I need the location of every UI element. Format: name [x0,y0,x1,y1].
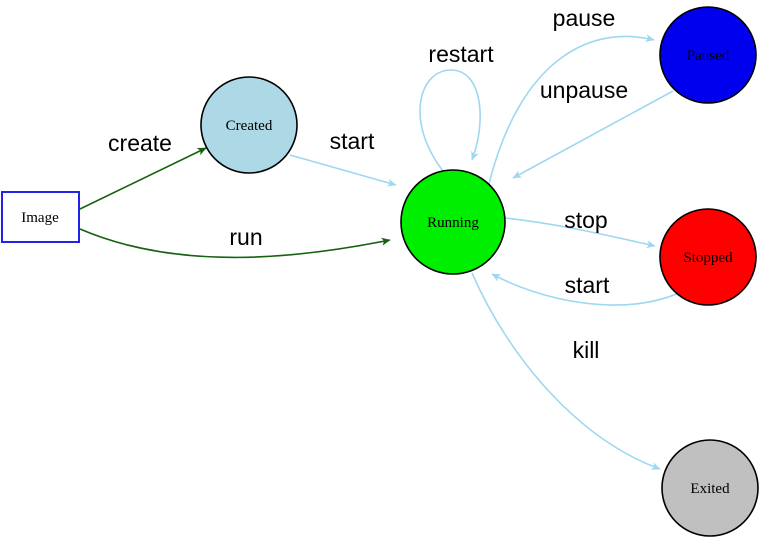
node-created[interactable]: Created [200,76,298,174]
edge-restart-label: restart [428,41,494,67]
edge-unpause-path [512,90,674,179]
node-paused-label: Paused [687,48,730,64]
edge-restart: restart [419,41,494,172]
node-image[interactable]: Image [1,191,80,243]
node-created-label: Created [226,118,273,134]
edge-stop: stop [504,207,656,249]
edge-stop-path [504,217,656,249]
edge-pause: pause [488,5,655,185]
node-exited-shape[interactable] [661,439,759,537]
edge-run: run [79,224,391,259]
edge-kill: kill [471,272,661,470]
node-stopped-label: Stopped [683,250,733,266]
edge-kill-label: kill [573,337,600,363]
node-image-label: Image [21,210,59,226]
edge-run-path [79,228,391,259]
edge-create-label: create [108,130,172,156]
edges-layer: create run start restart pause [79,5,680,470]
edge-create-path [79,147,207,210]
edge-start-created-path [289,154,397,187]
edge-start-created: start [289,128,397,187]
edge-start-created-label: start [330,128,375,154]
node-running[interactable]: Running [400,169,506,275]
node-created-shape[interactable] [200,76,298,174]
node-running-label: Running [427,215,479,231]
node-running-shape[interactable] [400,169,506,275]
node-image-shape[interactable] [1,191,80,243]
edge-unpause: unpause [512,77,674,179]
node-stopped-shape[interactable] [659,208,757,306]
node-paused[interactable]: Paused [659,6,757,104]
edge-pause-label: pause [553,5,616,31]
node-exited[interactable]: Exited [661,439,759,537]
edge-run-label: run [229,224,262,250]
node-exited-label: Exited [690,481,730,497]
edge-unpause-label: unpause [540,77,628,103]
edge-kill-path [471,272,661,470]
edge-restart-path [419,69,481,172]
edge-start-stopped-label: start [565,272,610,298]
edge-pause-path [488,34,655,185]
edge-stop-label: stop [564,207,607,233]
node-stopped[interactable]: Stopped [659,208,757,306]
edge-create: create [79,130,207,210]
nodes-layer: Image Created Running Paused Stopped [1,6,759,537]
edge-start-stopped-path [491,273,680,306]
edge-start-stopped: start [491,272,680,306]
node-paused-shape[interactable] [659,6,757,104]
